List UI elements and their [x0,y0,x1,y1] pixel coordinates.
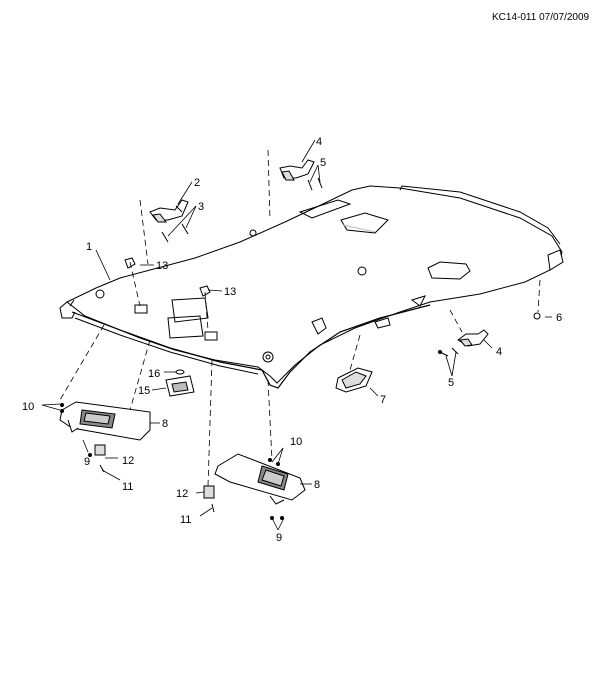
screws-9-10-11 [60,350,442,520]
callout-12-right: 12 [176,488,188,500]
dome-lamp [165,375,195,397]
callout-5-top: 5 [320,157,326,169]
reading-lamp [335,367,373,393]
callout-10-right: 10 [290,436,302,448]
callout-6: 6 [556,312,562,324]
alignment-lines [59,149,541,487]
callout-15: 15 [138,385,150,397]
callout-7: 7 [380,394,386,406]
callout-4-right: 4 [496,346,502,358]
headliner-panel [59,185,564,389]
callout-8-left: 8 [162,418,168,430]
callout-16: 16 [148,368,160,380]
callout-9-left: 9 [84,456,90,468]
retainer-13-right [199,285,211,297]
callout-1: 1 [86,241,92,253]
callout-9-right: 9 [276,532,282,544]
callout-labels: 1 2 3 4 5 6 4 5 7 13 13 16 15 8 10 9 12 … [22,136,562,544]
assist-handle-right-front [279,159,315,181]
sunvisor-left [59,401,151,456]
handle-screws-right-front [307,177,323,191]
callout-10-left: 10 [22,401,34,413]
callout-4-top: 4 [316,136,322,148]
diagram-code-header: KC14-011 07/07/2009 [492,12,590,23]
assist-handle-right-rear [457,329,489,347]
handle-screws-left [161,223,189,243]
callout-2: 2 [194,177,200,189]
callout-12-left: 12 [122,455,134,467]
callout-5-right: 5 [448,377,454,389]
callout-13-right: 13 [224,286,236,298]
fastener-6 [533,312,541,320]
sunvisor-right [203,453,306,505]
callout-8-right: 8 [314,479,320,491]
callout-3: 3 [198,201,204,213]
assist-handle-left [149,199,189,223]
callout-11-left: 11 [122,481,133,493]
callout-13-left: 13 [156,260,168,272]
callout-11-right: 11 [180,514,191,526]
leader-lines [41,139,552,531]
bulb [175,369,185,375]
